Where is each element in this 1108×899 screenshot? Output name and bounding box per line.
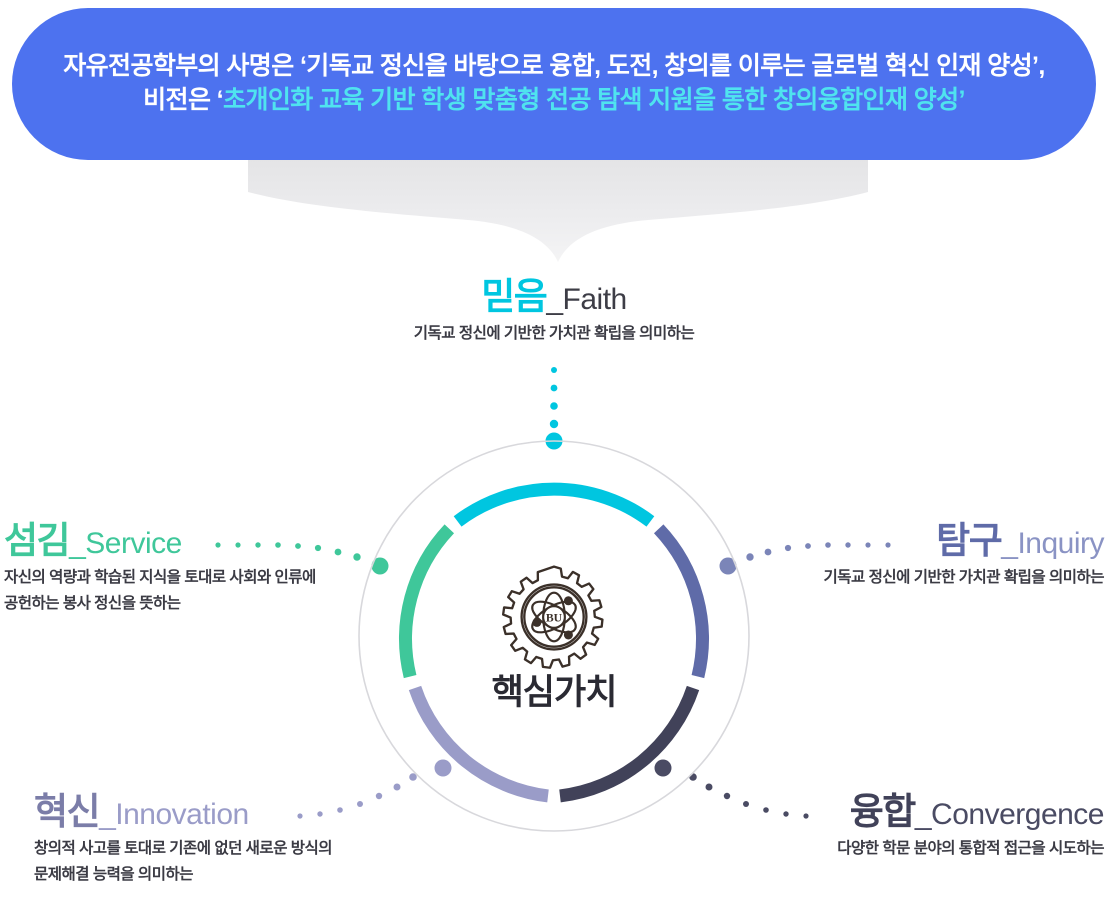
value-convergence-heading: 융합_Convergence [736,791,1105,832]
value-convergence-kr: 융합 [849,791,917,832]
convergence-segment [559,685,700,803]
value-service-desc-line1: 자신의 역량과 학습된 지식을 토대로 사회와 인류에 [4,569,316,586]
inquiry-segment [653,524,709,679]
value-inquiry-en: _Inquiry [1001,527,1104,560]
banner-line-2-prefix: 비전은 ‘ [143,86,224,114]
value-inquiry-kr: 탐구 [936,520,1003,561]
value-faith: 믿음_Faith 기독교 정신에 기반한 가치관 확립을 의미하는 [300,278,808,346]
value-faith-heading: 믿음_Faith [300,278,808,315]
value-service-en: _Service [69,527,182,560]
value-faith-en: _Faith [546,283,627,316]
value-innovation-heading: 혁신_Innovation [34,793,404,830]
value-service: 섬김_Service 자신의 역량과 학습된 지식을 토대로 사회와 인류에 공… [4,522,364,616]
value-inquiry: 탐구_Inquiry 기독교 정신에 기반한 가치관 확립을 의미하는 [760,522,1105,590]
value-innovation: 혁신_Innovation 창의적 사고를 토대로 기존에 없던 새로운 방식의… [34,793,404,887]
value-faith-kr: 믿음 [481,276,548,317]
mission-vision-banner: 자유전공학부의 사명은 ‘기독교 정신을 바탕으로 융합, 도전, 창의를 이루… [12,8,1096,160]
value-convergence-en: _Convergence [914,798,1105,831]
value-service-kr: 섬김 [4,520,71,561]
value-innovation-kr: 혁신 [34,791,101,832]
value-inquiry-heading: 탐구_Inquiry [760,522,1104,559]
banner-line-1: 자유전공학부의 사명은 ‘기독교 정신을 바탕으로 융합, 도전, 창의를 이루… [63,52,1045,81]
value-service-desc-line2: 공헌하는 봉사 정신을 뜻하는 [4,595,181,613]
faith-segment [453,482,655,527]
value-innovation-en: _Innovation [99,798,249,831]
value-convergence-desc-line1: 다양한 학문 분야의 통합적 접근을 시도하는 [837,840,1104,857]
outer-thin-circle [358,440,750,832]
banner-tail-funnel [248,158,868,262]
banner-line-2-highlight: 초개인화 교육 기반 학생 맞춤형 전공 탐색 지원을 통한 창의융합인재 양성… [223,86,965,114]
value-innovation-desc-line2: 문제해결 능력을 의미하는 [34,866,193,884]
innovation-segment [408,685,549,803]
service-segment [399,524,455,679]
value-innovation-desc-line1: 창의적 사고를 토대로 기존에 없던 새로운 방식의 [34,840,333,857]
value-service-heading: 섬김_Service [4,522,364,559]
value-convergence: 융합_Convergence 다양한 학문 분야의 통합적 접근을 시도하는 [736,793,1104,861]
core-value-ring [358,440,750,832]
banner-line-2: 비전은 ‘초개인화 교육 기반 학생 맞춤형 전공 탐색 지원을 통한 창의융합… [143,84,965,118]
value-faith-desc-line1: 기독교 정신에 기반한 가치관 확립을 의미하는 [413,325,695,342]
value-inquiry-desc-line1: 기독교 정신에 기반한 가치관 확립을 의미하는 [823,569,1105,586]
